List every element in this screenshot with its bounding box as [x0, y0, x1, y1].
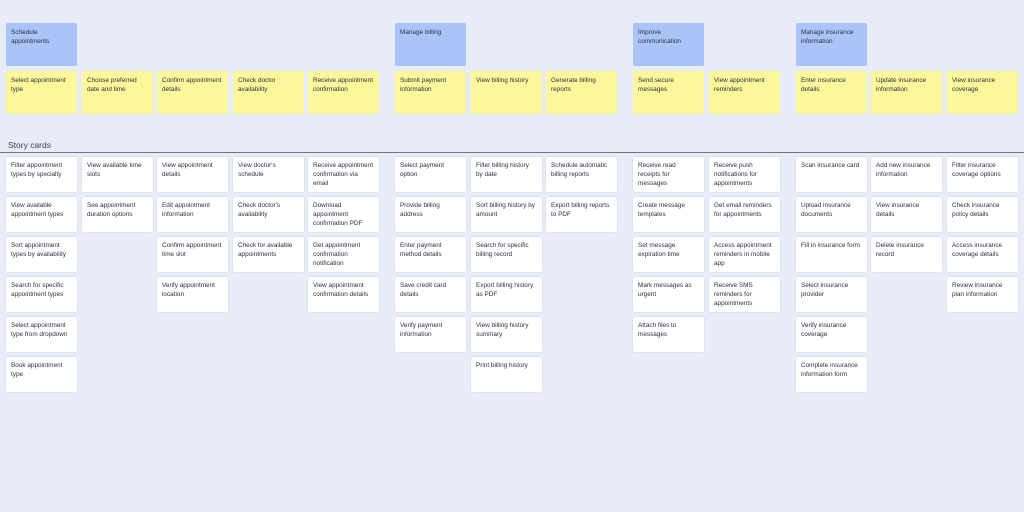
story-card[interactable]: Search for specific billing record	[471, 237, 542, 272]
story-card[interactable]: Check doctor's availability	[233, 197, 304, 232]
story-card[interactable]: Get email reminders for appointments	[709, 197, 780, 232]
task-note[interactable]: Check doctor availability	[233, 71, 304, 114]
story-card[interactable]: Enter payment method details	[395, 237, 466, 272]
task-note[interactable]: Generate billing reports	[546, 71, 617, 114]
story-card[interactable]: Provide billing address	[395, 197, 466, 232]
story-card[interactable]: Scan insurance card	[796, 157, 867, 192]
story-card[interactable]: Download appointment confirmation PDF	[308, 197, 379, 232]
story-card[interactable]: Attach files to messages	[633, 317, 704, 352]
story-card[interactable]: Export billing history as PDF	[471, 277, 542, 312]
task-note[interactable]: Update insurance information	[871, 71, 942, 114]
epic-note[interactable]: Manage billing	[395, 23, 466, 66]
story-card[interactable]: Access insurance coverage details	[947, 237, 1018, 272]
story-card[interactable]: Delete insurance record	[871, 237, 942, 272]
story-card[interactable]: Check for available appointments	[233, 237, 304, 272]
task-note[interactable]: Select appointment type	[6, 71, 77, 114]
story-card[interactable]: Complete insurance information form	[796, 357, 867, 392]
task-note[interactable]: Choose preferred date and time	[82, 71, 153, 114]
story-card[interactable]: View available appointment types	[6, 197, 77, 232]
story-card[interactable]: Schedule automatic billing reports	[546, 157, 617, 192]
story-card[interactable]: Save credit card details	[395, 277, 466, 312]
story-card[interactable]: Filter billing history by date	[471, 157, 542, 192]
story-card[interactable]: Create message templates	[633, 197, 704, 232]
story-card[interactable]: Access appointment reminders in mobile a…	[709, 237, 780, 272]
story-card[interactable]: Select appointment type from dropdown	[6, 317, 77, 352]
epic-note[interactable]: Improve communication	[633, 23, 704, 66]
story-card[interactable]: Set message expiration time	[633, 237, 704, 272]
task-note[interactable]: Receive appointment confirmation	[308, 71, 379, 114]
story-card[interactable]: Fill in insurance form	[796, 237, 867, 272]
section-divider	[0, 152, 1024, 153]
epic-note[interactable]: Schedule appointments	[6, 23, 77, 66]
story-card[interactable]: Sort appointment types by availability	[6, 237, 77, 272]
task-note[interactable]: Confirm appointment details	[157, 71, 228, 114]
task-note[interactable]: Send secure messages	[633, 71, 704, 114]
task-note[interactable]: Enter insurance details	[796, 71, 867, 114]
story-card[interactable]: View appointment confirmation details	[308, 277, 379, 312]
story-card[interactable]: Select insurance provider	[796, 277, 867, 312]
epic-note[interactable]: Manage insurance information	[796, 23, 867, 66]
section-title: Story cards	[8, 140, 51, 150]
task-note[interactable]: Submit payment information	[395, 71, 466, 114]
story-card[interactable]: View doctor's schedule	[233, 157, 304, 192]
story-card[interactable]: Filter appointment types by specialty	[6, 157, 77, 192]
story-card[interactable]: Filter insurance coverage options	[947, 157, 1018, 192]
story-card[interactable]: Sort billing history by amount	[471, 197, 542, 232]
task-note[interactable]: View appointment reminders	[709, 71, 780, 114]
story-card[interactable]: Confirm appointment time slot	[157, 237, 228, 272]
story-card[interactable]: Book appointment type	[6, 357, 77, 392]
story-card[interactable]: Search for specific appointment types	[6, 277, 77, 312]
story-card[interactable]: Select payment option	[395, 157, 466, 192]
story-card[interactable]: View billing history summary	[471, 317, 542, 352]
story-card[interactable]: Verify appointment location	[157, 277, 228, 312]
story-card[interactable]: Export billing reports to PDF	[546, 197, 617, 232]
story-card[interactable]: Verify insurance coverage	[796, 317, 867, 352]
story-card[interactable]: Upload insurance documents	[796, 197, 867, 232]
story-card[interactable]: Receive appointment confirmation via ema…	[308, 157, 379, 192]
story-card[interactable]: Edit appointment information	[157, 197, 228, 232]
task-note[interactable]: View insurance coverage	[947, 71, 1018, 114]
story-card[interactable]: View insurance details	[871, 197, 942, 232]
story-card[interactable]: Verify payment information	[395, 317, 466, 352]
story-card[interactable]: Receive push notifications for appointme…	[709, 157, 780, 192]
story-card[interactable]: Check insurance policy details	[947, 197, 1018, 232]
story-card[interactable]: Print billing history	[471, 357, 542, 392]
story-card[interactable]: Mark messages as urgent	[633, 277, 704, 312]
task-note[interactable]: View billing history	[471, 71, 542, 114]
story-card[interactable]: See appointment duration options	[82, 197, 153, 232]
story-card[interactable]: Receive SMS reminders for appointments	[709, 277, 780, 312]
story-card[interactable]: Review insurance plan information	[947, 277, 1018, 312]
story-card[interactable]: Add new insurance information	[871, 157, 942, 192]
story-card[interactable]: View appointment details	[157, 157, 228, 192]
story-card[interactable]: Get appointment confirmation notificatio…	[308, 237, 379, 272]
story-card[interactable]: View available time slots	[82, 157, 153, 192]
story-card[interactable]: Receive read receipts for messages	[633, 157, 704, 192]
